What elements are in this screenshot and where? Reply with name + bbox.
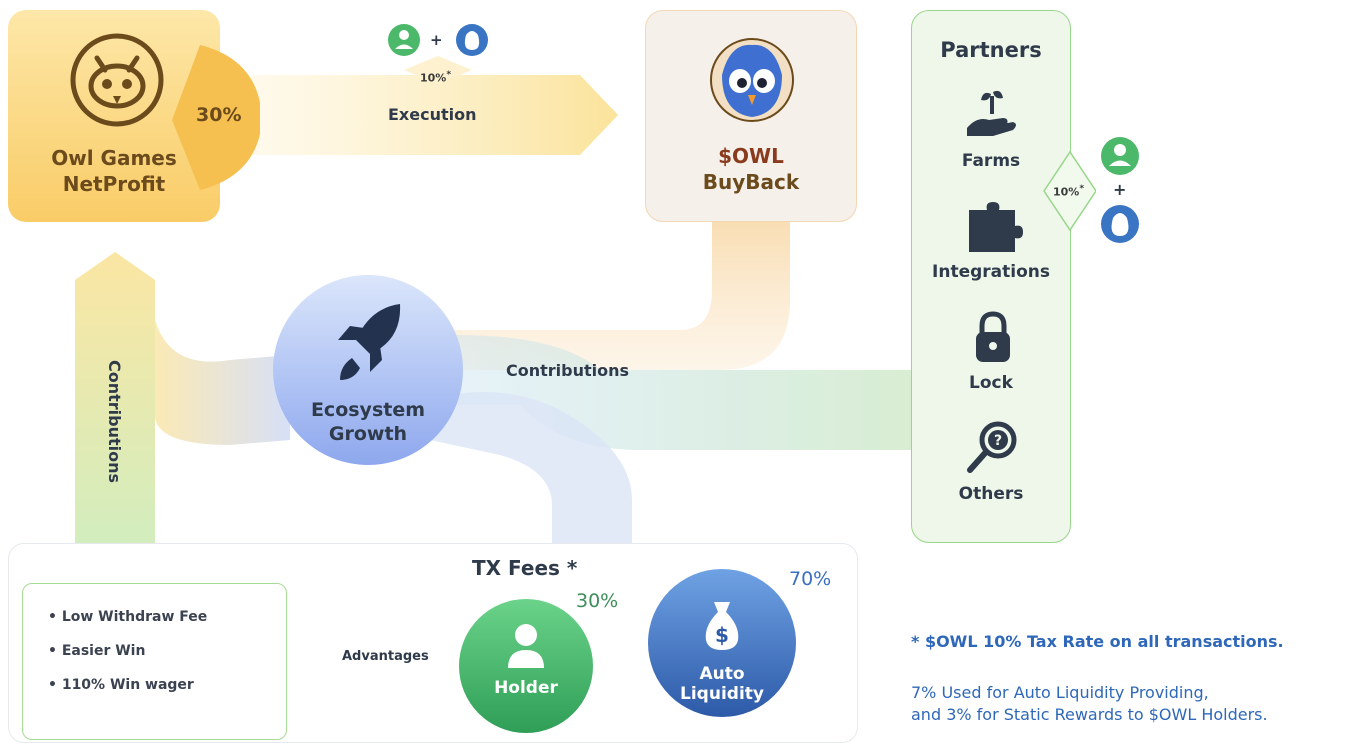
benefits-box bbox=[22, 583, 287, 740]
benefit-item: • 110% Win wager bbox=[48, 677, 194, 693]
partners-tax-text: 10%* bbox=[1053, 183, 1085, 199]
partner-farms-label: Farms bbox=[961, 151, 1021, 171]
partners-tax-badge bbox=[1043, 150, 1096, 232]
contributions-curve bbox=[154, 320, 290, 445]
owl-games-decor bbox=[70, 33, 260, 190]
holder-person-icon bbox=[508, 624, 544, 668]
contributions-vertical-label: Contributions bbox=[105, 360, 124, 484]
tax-note: * $OWL 10% Tax Rate on all transactions. bbox=[911, 632, 1284, 651]
owl-mascot-icon bbox=[710, 38, 794, 122]
partners-fee-icons bbox=[1101, 137, 1139, 243]
plant-hand-icon bbox=[967, 90, 1016, 136]
ecosystem-circle bbox=[273, 275, 463, 465]
svg-text:$: $ bbox=[715, 623, 729, 647]
ecosystem-title: Ecosystem Growth bbox=[310, 399, 426, 445]
contributions-up-arrow bbox=[75, 252, 155, 583]
benefit-item: • Easier Win bbox=[48, 643, 146, 659]
svg-text:?: ? bbox=[994, 433, 1002, 449]
rocket-icon bbox=[338, 304, 401, 380]
partner-lock-label: Lock bbox=[969, 373, 1013, 393]
buyback-title: $OWL BuyBack bbox=[702, 144, 800, 194]
owl-logo-icon bbox=[88, 55, 146, 109]
tax-detail: 7% Used for Auto Liquidity Providing, an… bbox=[911, 683, 1268, 724]
execution-tax: 10%* bbox=[420, 69, 452, 85]
advantages-label: Advantages bbox=[342, 649, 429, 664]
partner-integrations-label: Integrations bbox=[932, 262, 1050, 282]
lock-icon bbox=[976, 311, 1010, 362]
benefit-item: • Low Withdraw Fee bbox=[48, 609, 208, 625]
holder-share: 30% bbox=[576, 590, 619, 612]
tx-fees-title: TX Fees * bbox=[472, 556, 578, 580]
execution-plus: + bbox=[430, 31, 443, 49]
buyback-flow bbox=[455, 222, 790, 370]
execution-icons bbox=[388, 24, 488, 84]
auto-liquidity-share: 70% bbox=[789, 568, 832, 590]
partners-plus: + bbox=[1113, 180, 1127, 199]
partners-title: Partners bbox=[940, 38, 1042, 62]
money-bag-icon: $ bbox=[705, 602, 739, 650]
holder-label: Holder bbox=[494, 678, 558, 698]
question-magnifier-icon: ? bbox=[967, 421, 1017, 473]
contributions-label: Contributions bbox=[506, 361, 630, 380]
auto-liquidity-label: Auto Liquidity bbox=[680, 664, 764, 704]
puzzle-icon bbox=[969, 202, 1023, 252]
execution-label: Execution bbox=[388, 105, 477, 124]
partner-others-label: Others bbox=[958, 484, 1024, 504]
txfees-flow bbox=[430, 392, 632, 545]
execution-arrow bbox=[220, 75, 618, 155]
owl-games-title: Owl Games NetProfit bbox=[51, 146, 177, 196]
owl-games-share: 30% bbox=[196, 104, 242, 126]
